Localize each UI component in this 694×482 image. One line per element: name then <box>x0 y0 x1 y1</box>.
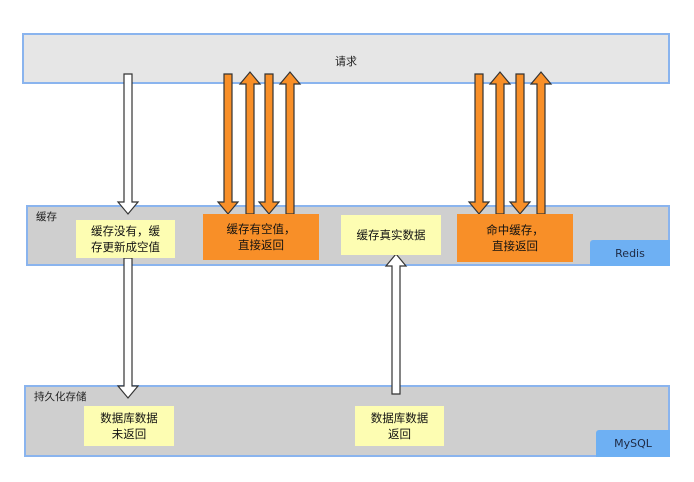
mysql-tag: MySQL <box>596 430 670 457</box>
persistence-layer-label: 持久化存储 <box>34 391 87 403</box>
down-arrow-icon <box>116 73 140 215</box>
note-cache-real-data: 缓存真实数据 <box>341 215 441 255</box>
down-arrow-icon <box>116 257 140 399</box>
up-arrow-icon <box>529 71 553 215</box>
redis-tag: Redis <box>590 240 670 266</box>
cache-layer-label: 缓存 <box>36 211 57 223</box>
note-cache-hit: 命中缓存， 直接返回 <box>457 214 573 262</box>
up-arrow-icon <box>384 253 408 395</box>
request-label: 请求 <box>335 55 357 68</box>
note-cache-empty-hit: 缓存有空值， 直接返回 <box>203 214 319 260</box>
up-arrow-icon <box>238 71 262 215</box>
note-db-miss: 数据库数据 未返回 <box>84 406 174 446</box>
down-arrow-icon <box>508 73 532 215</box>
down-arrow-icon <box>216 73 240 215</box>
note-db-hit: 数据库数据 返回 <box>355 406 444 446</box>
down-arrow-icon <box>257 73 281 215</box>
up-arrow-icon <box>488 71 512 215</box>
note-cache-miss: 缓存没有，缓 存更新成空值 <box>76 220 175 258</box>
up-arrow-icon <box>278 71 302 215</box>
down-arrow-icon <box>467 73 491 215</box>
